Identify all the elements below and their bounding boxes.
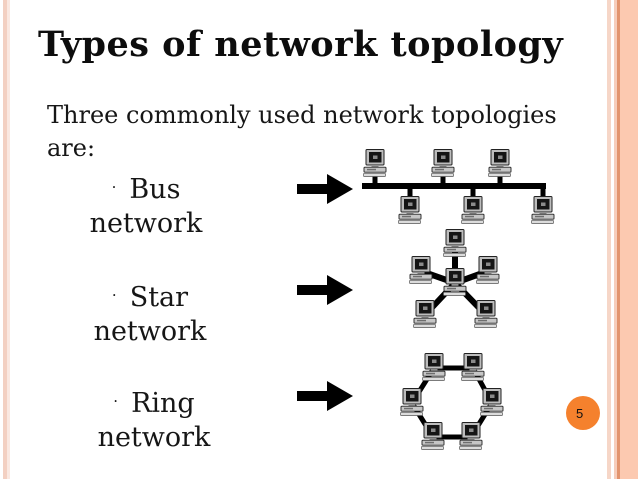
computer-icon (461, 353, 485, 381)
computer-icon (421, 422, 445, 450)
right-border-line (617, 0, 620, 479)
left-border-stripe-inner (7, 0, 10, 479)
bus-drop-cables (372, 173, 546, 200)
computer-icon (531, 196, 555, 224)
bullet-label: Bus (129, 174, 181, 205)
computer-icon (476, 256, 500, 284)
bullet-dot: · (111, 178, 117, 196)
computer-icon (431, 149, 455, 177)
bullet-line1: · Ring (84, 384, 224, 421)
computer-icon (459, 422, 483, 450)
right-arrow-icon (297, 381, 353, 411)
bullet-item-bus: · Bus network (76, 170, 216, 241)
bullet-line2: network (93, 316, 207, 347)
bullet-line2: network (97, 422, 211, 453)
bullet-item-ring: · Ring network (84, 384, 224, 455)
bus-network-diagram (362, 149, 555, 224)
computer-icon (398, 196, 422, 224)
bullet-dot: · (113, 392, 119, 410)
computer-icon (413, 300, 437, 328)
bullet-label: Star (129, 282, 189, 313)
page-number-badge: 5 (566, 396, 600, 430)
computer-icon (474, 300, 498, 328)
right-border-stripe-thin (607, 0, 611, 479)
bullet-label: Ring (131, 388, 195, 419)
star-spoke-cables (420, 244, 490, 318)
computer-icon (363, 149, 387, 177)
slide-title: Types of network topology (38, 24, 564, 65)
computer-icon (461, 196, 485, 224)
bullet-line1: · Bus (76, 170, 216, 207)
computer-icon (409, 256, 433, 284)
bullet-line2: network (89, 208, 203, 239)
right-arrow-icon (297, 174, 353, 204)
right-border-stripe-mid (614, 0, 617, 479)
page-number: 5 (576, 405, 584, 421)
computer-icon (480, 388, 504, 416)
computer-icon (443, 229, 467, 257)
bullet-line1: · Star (80, 278, 220, 315)
central-computer-icon (443, 268, 467, 296)
right-arrow-icon (297, 275, 353, 305)
bullet-dot: · (111, 286, 117, 304)
left-border-stripe (3, 0, 7, 479)
bullet-item-star: · Star network (80, 278, 220, 349)
right-border-stripe-wide (620, 0, 638, 479)
star-network-diagram (409, 229, 500, 328)
computer-icon (488, 149, 512, 177)
computer-icon (400, 388, 424, 416)
intro-text: Three commonly used network topologies a… (47, 101, 557, 162)
ring-network-diagram (400, 353, 504, 450)
computer-icon (422, 353, 446, 381)
